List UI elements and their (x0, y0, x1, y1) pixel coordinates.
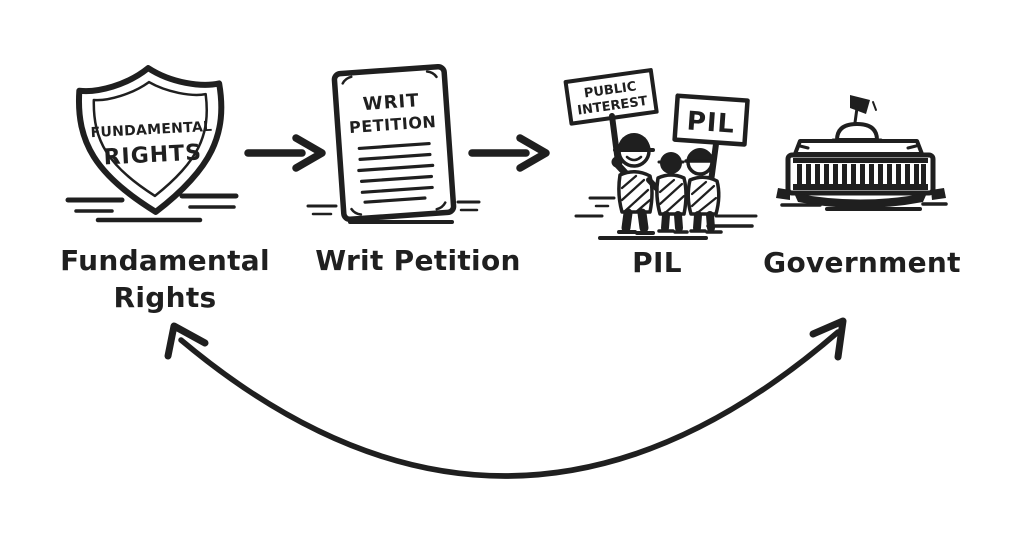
document-lines (357, 141, 435, 204)
protesters-ground-lines (574, 196, 758, 240)
parliament-entablature (793, 139, 924, 156)
parliament-columns (797, 164, 926, 184)
protester-3 (684, 148, 723, 234)
document-icon: WRIT PETITION (306, 63, 481, 224)
shield-ground-lines (65, 193, 239, 223)
fundamental-rights-label-line1: Fundamental (60, 244, 270, 277)
protesters-icon: PUBLIC INTEREST PIL (563, 68, 758, 240)
writ-petition-label: Writ Petition (315, 244, 521, 277)
protester-1 (611, 133, 665, 235)
right-arrow-icon-2 (468, 134, 550, 172)
parliament-icon (776, 95, 948, 211)
fundamental-rights-label-line2: Rights (113, 281, 217, 314)
protester-1-hatching (620, 174, 652, 214)
shield-badge-line2: RIGHTS (103, 140, 203, 170)
shield-icon: FUNDAMENTAL RIGHTS (65, 65, 239, 223)
sign-pole-1 (609, 113, 621, 165)
pil-label: PIL (632, 246, 682, 279)
parliament-colonnade (776, 152, 946, 208)
shield-badge-line1: FUNDAMENTAL (90, 119, 213, 141)
document-title-line1: WRIT (362, 90, 420, 115)
government-label: Government (763, 246, 961, 279)
document-ground-lines (306, 200, 481, 224)
feedback-curved-arrow-icon (164, 317, 847, 479)
parliament-dome (831, 122, 883, 142)
document-paper: WRIT PETITION (331, 63, 457, 223)
fundamental-rights-label: Fundamental Rights (40, 242, 290, 316)
protester-2 (655, 152, 689, 234)
pil-sign: PIL (672, 93, 750, 147)
protester-2-hatching (658, 178, 686, 216)
curved-arrowhead-right (809, 317, 847, 361)
curved-arrowhead-left (164, 322, 209, 360)
document-corner-ticks (341, 70, 447, 216)
public-interest-sign: PUBLIC INTEREST (563, 68, 659, 126)
right-arrow-icon-1 (244, 134, 326, 172)
pil-sign-text: PIL (686, 106, 736, 139)
public-interest-sign-line1: PUBLIC (583, 79, 637, 101)
parliament-ground-lines (780, 202, 948, 211)
shield-body: FUNDAMENTAL RIGHTS (75, 65, 225, 215)
